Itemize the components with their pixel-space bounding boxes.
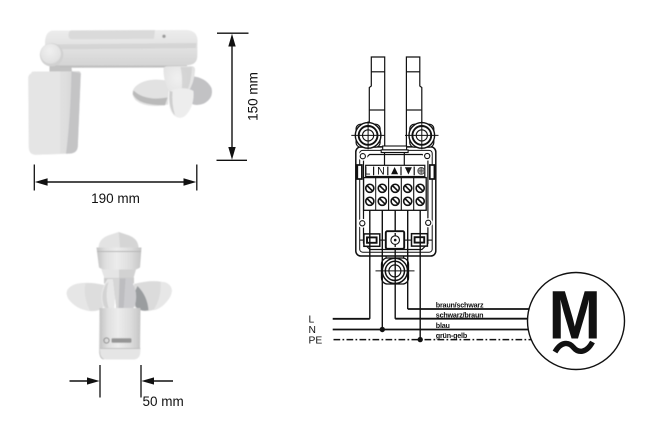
svg-text:L: L <box>309 315 315 326</box>
svg-text:M: M <box>549 276 601 353</box>
svg-text:N: N <box>309 325 316 336</box>
svg-text:L: L <box>365 165 371 177</box>
svg-text:schwarz/braun: schwarz/braun <box>436 310 484 319</box>
svg-text:braun/schwarz: braun/schwarz <box>436 301 484 310</box>
svg-text:blau: blau <box>436 321 450 330</box>
svg-text:50 mm: 50 mm <box>143 394 184 409</box>
svg-text:N: N <box>377 165 385 177</box>
svg-text:150 mm: 150 mm <box>245 72 260 121</box>
svg-text:PE: PE <box>309 335 323 346</box>
svg-text:grün-gelb: grün-gelb <box>436 331 468 340</box>
svg-text:190 mm: 190 mm <box>91 191 140 206</box>
